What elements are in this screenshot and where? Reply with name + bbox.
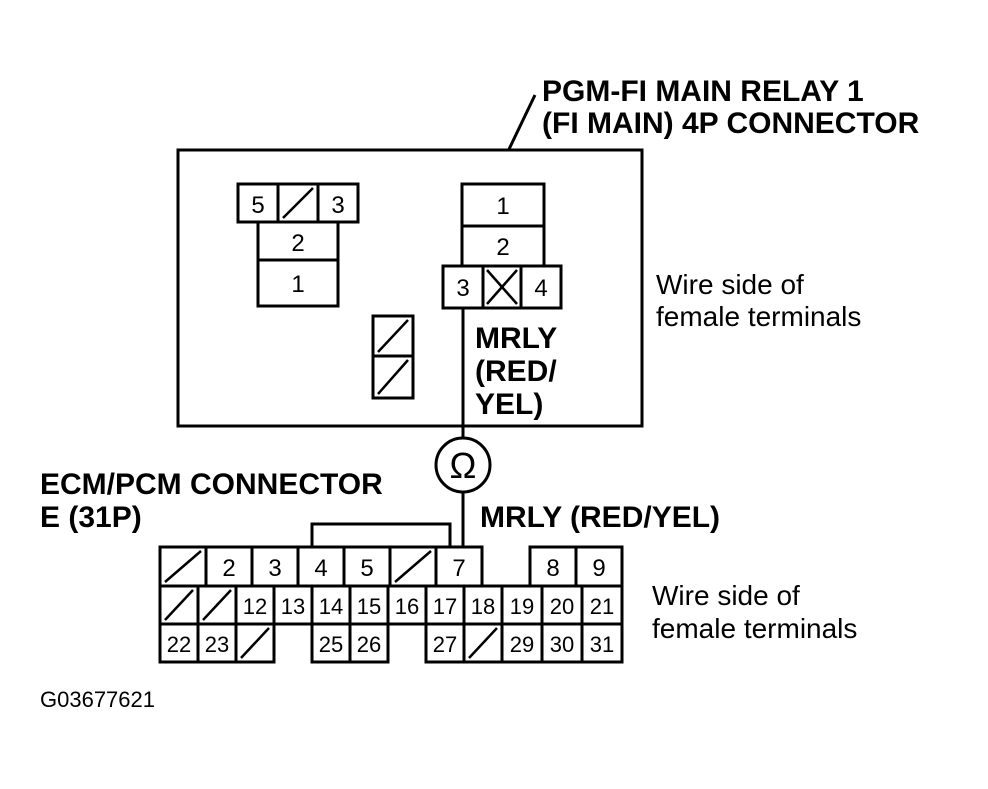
relay-wire-label-line3: YEL) (475, 388, 543, 421)
ecm-terminal-label: 29 (510, 632, 534, 657)
ecm-cell-9 (574, 545, 624, 588)
ecm-side-note-line2: female terminals (652, 613, 857, 644)
relay-right-socket: 1 2 3 4 (441, 182, 563, 310)
ecm-title-line2: E (31P) (40, 501, 142, 534)
relay-left-cell-1 (256, 258, 340, 308)
ecm-title-line1: ECM/PCM CONNECTOR (40, 468, 383, 501)
ecm-terminal-label: 18 (471, 594, 495, 619)
terminal-1-label: 1 (496, 193, 509, 220)
ecm-terminal-label: 14 (319, 594, 343, 619)
blank-slash (377, 319, 409, 353)
relay-wire-label-line1: MRLY (475, 322, 557, 355)
blank-slash (164, 550, 202, 583)
ecm-terminal-label: 3 (268, 555, 281, 582)
ecm-cell-31 (580, 622, 624, 664)
ecm-cell-3 (250, 545, 300, 588)
blank-slash (377, 359, 409, 395)
ecm-terminal-label: 15 (357, 594, 381, 619)
terminal-2-label: 2 (496, 234, 509, 261)
ecm-terminal-label: 27 (433, 632, 457, 657)
ecm-terminal-label: 30 (550, 632, 574, 657)
ecm-terminal-label: 21 (590, 594, 614, 619)
ecm-side-note-line1: Wire side of (652, 580, 800, 611)
blank-slash (282, 187, 314, 219)
ecm-terminal-label: 25 (319, 632, 343, 657)
relay-left-socket: 5 3 2 1 (236, 182, 360, 308)
ecm-terminal-label: 22 (167, 632, 191, 657)
ecm-terminal-label: 16 (395, 594, 419, 619)
ecm-cell-5 (342, 545, 392, 588)
terminal-4-label: 4 (534, 275, 547, 302)
relay-title-line1: PGM-FI MAIN RELAY 1 (542, 75, 864, 108)
ecm-cell-26 (348, 622, 390, 664)
ecm-cell-20 (540, 584, 584, 626)
ecm-cell-29 (500, 622, 544, 664)
ecm-terminal-label: 12 (243, 594, 267, 619)
ecm-terminal-label: 20 (550, 594, 574, 619)
connector-lock-tab (310, 522, 452, 549)
ecm-terminal-label: 4 (314, 555, 327, 582)
blank-slash (394, 550, 432, 583)
ecm-terminal-label: 19 (510, 594, 534, 619)
terminal-3-label: 3 (331, 192, 344, 219)
terminal-1-label: 1 (291, 271, 304, 298)
terminal-3-label: 3 (456, 275, 469, 302)
ecm-terminal-label: 31 (590, 632, 614, 657)
relay-side-note-line2: female terminals (656, 301, 861, 332)
ecm-connector-grid: 2 3 4 5 7 8 9 12 13 14 15 16 17 18 19 20… (158, 545, 624, 664)
blank-slash (240, 627, 270, 659)
terminal-5-label: 5 (251, 192, 264, 219)
ecm-terminal-label: 2 (222, 555, 235, 582)
ecm-cell-12 (234, 584, 276, 626)
terminal-2-label: 2 (291, 230, 304, 257)
figure-code: G03677621 (40, 687, 155, 712)
relay-left-cell-3 (316, 182, 360, 224)
ecm-terminal-label: 17 (433, 594, 457, 619)
relay-title-line2: (FI MAIN) 4P CONNECTOR (542, 107, 920, 140)
ecm-terminal-label: 8 (546, 555, 559, 582)
relay-blank-block (371, 314, 415, 400)
blank-slash (164, 589, 194, 621)
ecm-terminal-label: 7 (452, 555, 465, 582)
ohm-symbol: Ω (450, 445, 477, 486)
relay-side-note-line1: Wire side of (656, 269, 804, 300)
relay-wire-label-line2: (RED/ (475, 355, 557, 388)
blank-slash (202, 589, 232, 621)
ecm-cell-8 (528, 545, 578, 588)
blank-slash (468, 627, 498, 659)
relay-right-cell-4 (519, 264, 563, 310)
ecm-cell-7 (434, 545, 484, 588)
ecm-cell-27 (424, 622, 466, 664)
ecm-terminal-label: 5 (360, 555, 373, 582)
relay-right-cell-2 (460, 224, 546, 268)
ecm-terminal-label: 13 (281, 594, 305, 619)
x-mark (486, 269, 518, 305)
ecm-terminal-label: 26 (357, 632, 381, 657)
ecm-wire-label: MRLY (RED/YEL) (480, 501, 720, 534)
ohmmeter-icon (434, 436, 492, 494)
ecm-terminal-label: 23 (205, 632, 229, 657)
relay-right-cell-1 (460, 182, 546, 228)
ecm-terminal-label: 9 (592, 555, 605, 582)
